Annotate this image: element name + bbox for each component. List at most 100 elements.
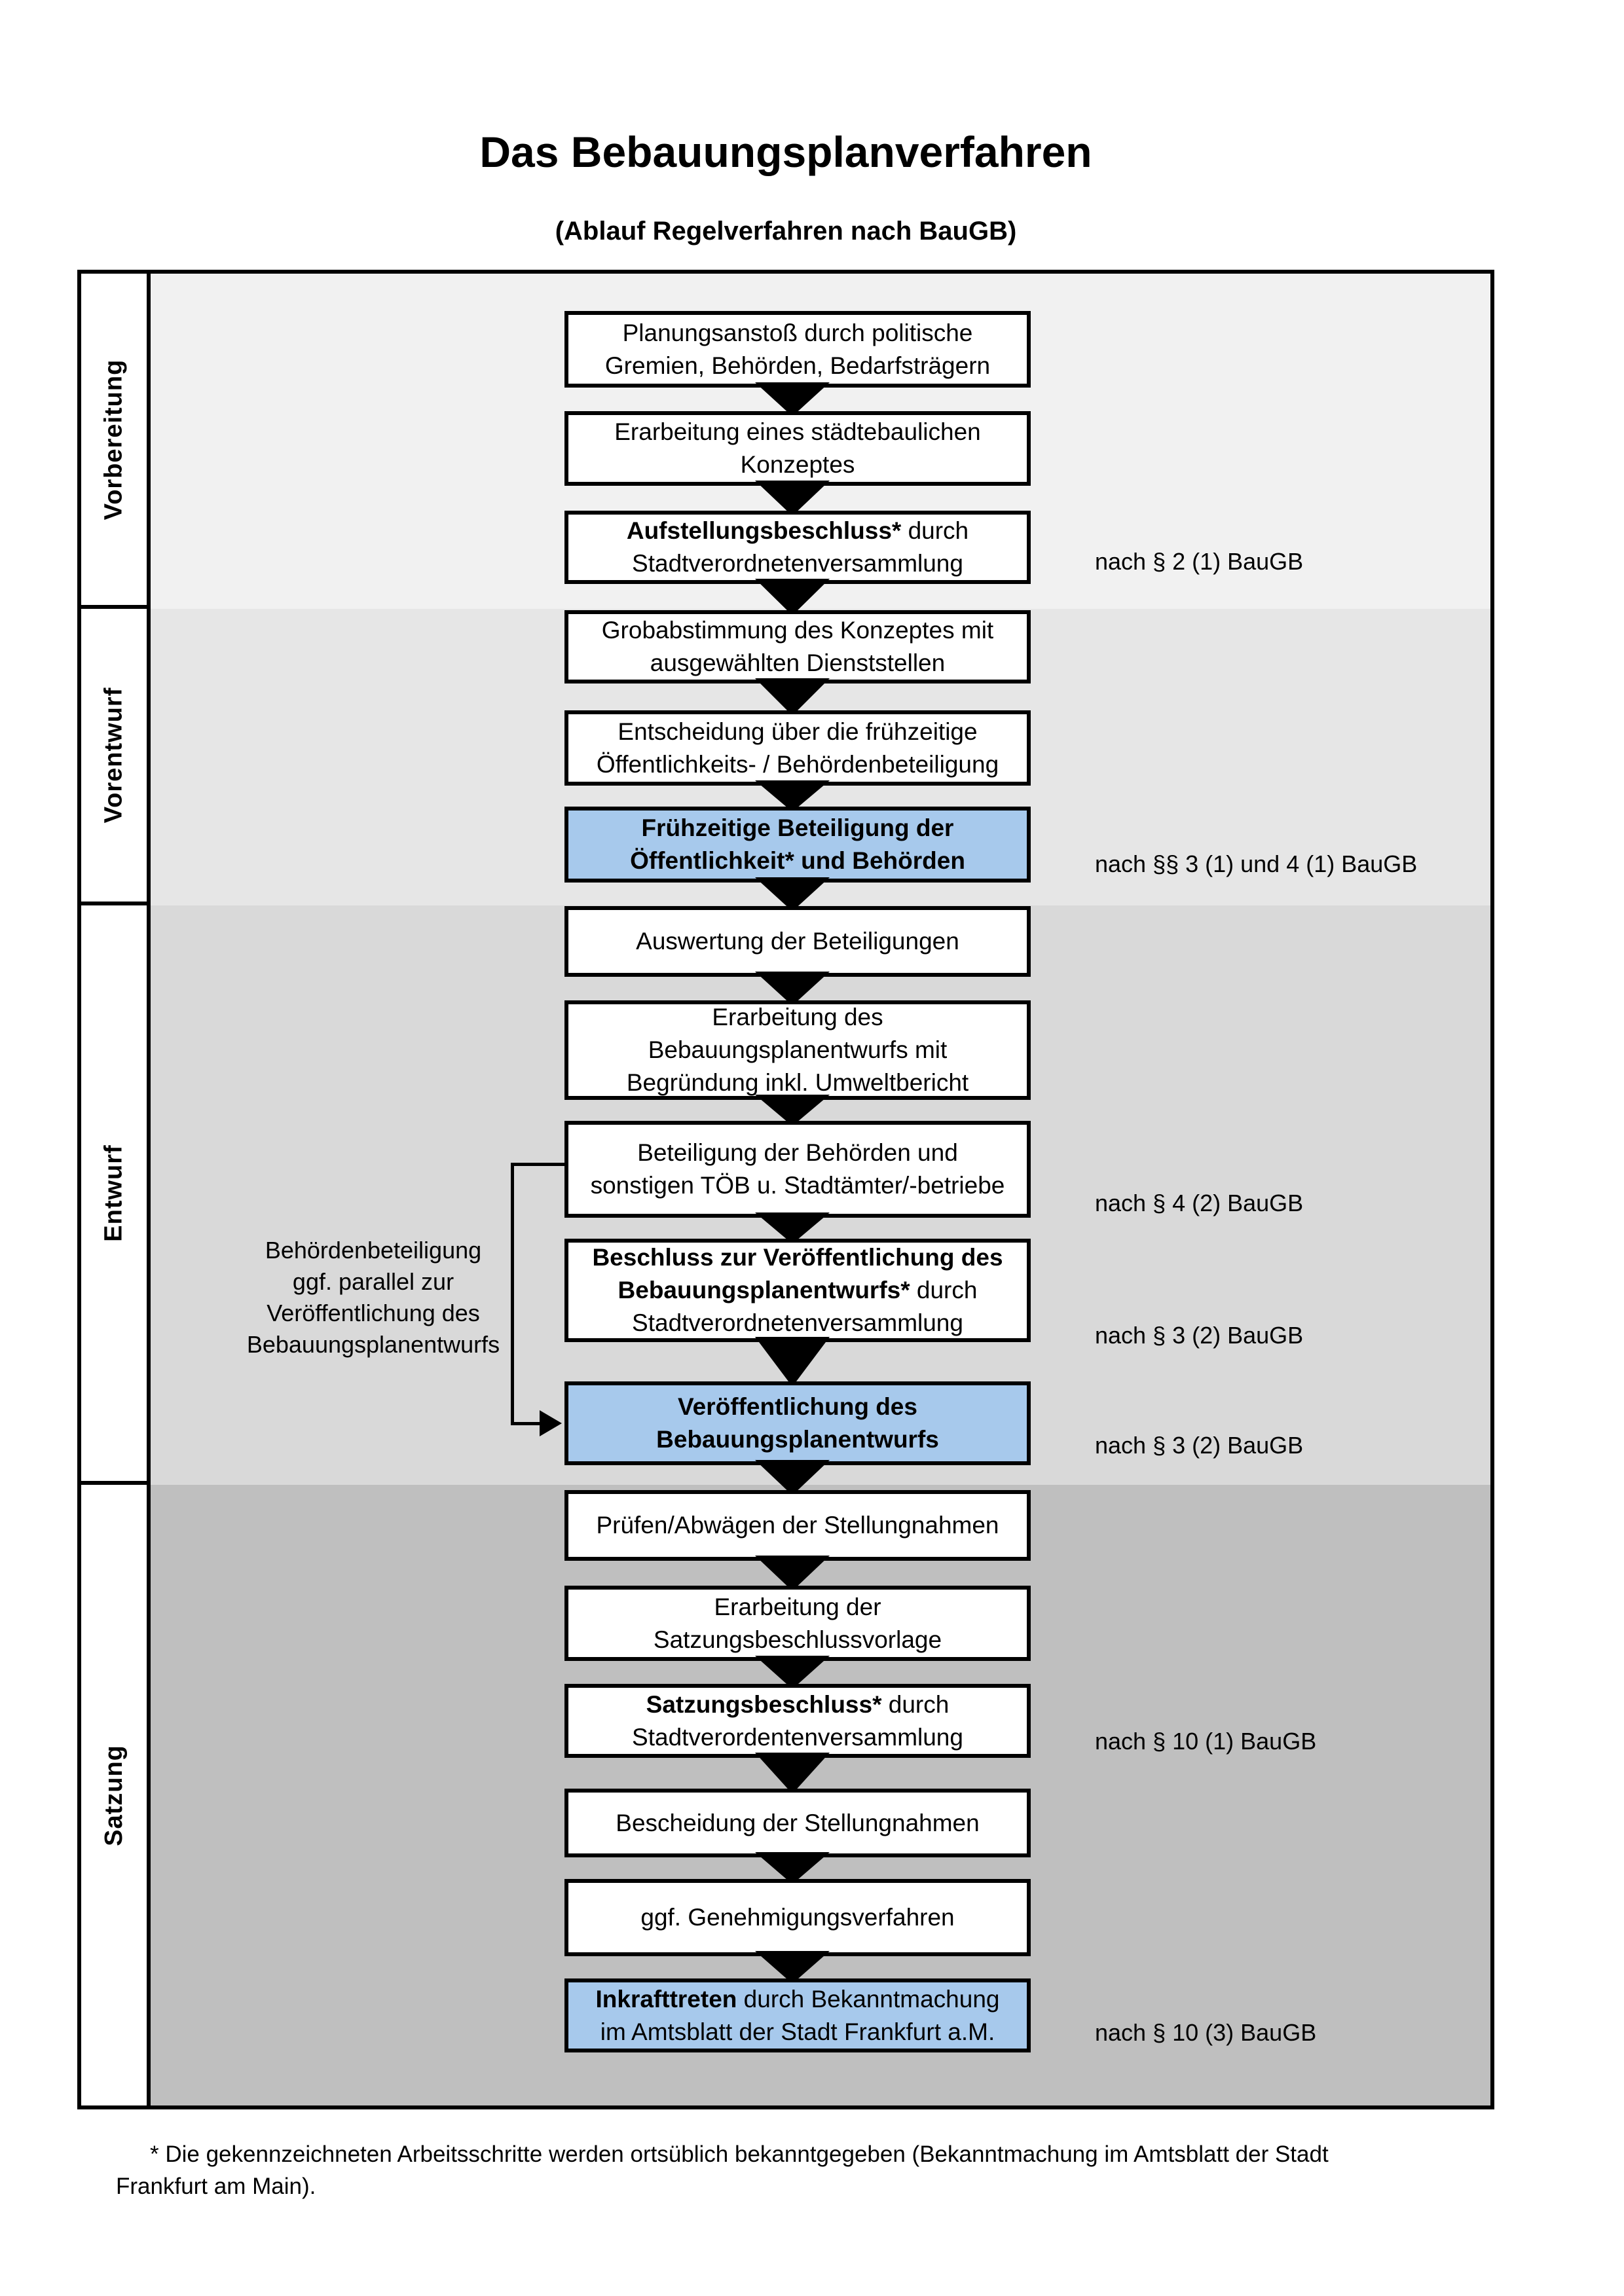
flow-arrow-down (755, 1337, 830, 1387)
box-line-bold: Bebauungsplanentwurfs* (618, 1277, 910, 1303)
phase-label-text: Satzung (100, 1744, 128, 1846)
box-line: Stadtverordentenversammlung (632, 1723, 963, 1751)
box-line: Prüfen/Abwägen der Stellungnahmen (596, 1512, 999, 1539)
box-line-rest: durch (901, 517, 969, 544)
phase-label-satzung: Satzung (81, 1485, 147, 2105)
box-line: Auswertung der Beteiligungen (636, 928, 959, 955)
box-line: Gremien, Behörden, Bedarfsträgern (604, 352, 991, 379)
legal-reference: nach § 3 (2) BauGB (1095, 1432, 1304, 1459)
footnote: * Die gekennzeichneten Arbeitsschritte w… (116, 2138, 1543, 2202)
legal-reference: nach § 10 (1) BauGB (1095, 1728, 1317, 1755)
box-line: Satzungsbeschlussvorlage (653, 1626, 942, 1653)
box-line-rest: durch (881, 1690, 950, 1718)
footnote-line: * Die gekennzeichneten Arbeitsschritte w… (116, 2138, 1543, 2170)
footnote-text: Die gekennzeichneten Arbeitsschritte wer… (158, 2141, 1329, 2167)
box-line: Konzeptes (740, 451, 855, 478)
box-line: Frühzeitige Beteiligung der (641, 814, 954, 841)
box-line: Planungsanstoß durch politische (622, 319, 973, 346)
flow-box-erarbeitung-bebauungsplanentwurf: Erarbeitung des Bebauungsplanentwurfs mi… (564, 1000, 1031, 1100)
box-line: Bebauungsplanentwurfs* durch (618, 1274, 978, 1307)
flow-arrow-down (755, 382, 830, 416)
box-line: Satzungsbeschluss* durch (646, 1688, 950, 1721)
flow-arrow-down (755, 972, 830, 1006)
flow-box-grobabstimmung: Grobabstimmung des Konzeptes mit ausgewä… (564, 610, 1031, 683)
flow-box-satzungsbeschluss: Satzungsbeschluss* durch Stadtverordente… (564, 1684, 1031, 1758)
box-line: Öffentlichkeit* und Behörden (630, 847, 965, 874)
box-line: sonstigen TÖB u. Stadtämter/-betriebe (590, 1172, 1005, 1199)
legal-reference: nach §§ 3 (1) und 4 (1) BauGB (1095, 850, 1418, 877)
flow-arrow-down (755, 1460, 830, 1495)
flow-box-bescheidung-stellungnahmen: Bescheidung der Stellungnahmen (564, 1789, 1031, 1857)
flow-box-fruehzeitige-beteiligung: Frühzeitige Beteiligung der Öffentlichke… (564, 807, 1031, 883)
phase-label-entwurf: Entwurf (81, 905, 147, 1485)
box-line: Stadtverordnetenversammlung (632, 1309, 963, 1336)
box-line: Erarbeitung der (714, 1593, 881, 1620)
flow-box-planungsanstoss: Planungsanstoß durch politische Gremien,… (564, 311, 1031, 388)
box-line: Bescheidung der Stellungnahmen (616, 1809, 980, 1836)
box-line: Stadtverordnetenversammlung (632, 550, 963, 577)
box-line: Erarbeitung eines städtebaulichen (614, 418, 981, 445)
legal-reference: nach § 4 (2) BauGB (1095, 1190, 1304, 1216)
box-line: Bebauungsplanentwurfs mit (648, 1036, 948, 1063)
flow-box-aufstellungsbeschluss: Aufstellungsbeschluss* durch Stadtverord… (564, 511, 1031, 584)
connector-line-top (511, 1163, 564, 1166)
flow-arrow-down (755, 877, 830, 911)
legal-reference: nach § 2 (1) BauGB (1095, 548, 1304, 575)
legal-reference: nach § 3 (2) BauGB (1095, 1322, 1304, 1349)
connector-line-bottom (511, 1422, 544, 1425)
annotation-line: Bebauungsplanentwurfs (246, 1331, 500, 1358)
box-line-bold: Inkrafttreten (595, 1985, 737, 2013)
box-line: Erarbeitung des (712, 1004, 883, 1030)
phase-label-text: Vorbereitung (100, 359, 128, 520)
annotation-line: Veröffentlichung des (267, 1300, 480, 1326)
flow-box-auswertung-beteiligungen: Auswertung der Beteiligungen (564, 906, 1031, 977)
phase-label-text: Vorentwurf (100, 687, 128, 824)
box-line: Inkrafttreten durch Bekanntmachung (596, 1983, 1000, 2016)
phase-label-text: Entwurf (100, 1144, 128, 1242)
box-line: Veröffentlichung des (678, 1393, 917, 1420)
legal-reference: nach § 10 (3) BauGB (1095, 2019, 1317, 2046)
flow-box-satzungsbeschlussvorlage: Erarbeitung der Satzungsbeschlussvorlage (564, 1586, 1031, 1661)
flow-box-beteiligung-behoerden-toeb: Beteiligung der Behörden und sonstigen T… (564, 1121, 1031, 1218)
phase-label-vorbereitung: Vorbereitung (81, 274, 147, 609)
phase-label-column: Vorbereitung Vorentwurf Entwurf Satzung (81, 274, 151, 2105)
parallel-process-annotation: Behördenbeteiligung ggf. parallel zur Ve… (210, 1235, 537, 1360)
box-line: Öffentlichkeits- / Behördenbeteiligung (596, 750, 999, 778)
box-line: Beschluss zur Veröffentlichung des (592, 1244, 1003, 1271)
flow-arrow-down (755, 1656, 830, 1689)
box-line: im Amtsblatt der Stadt Frankfurt a.M. (600, 2018, 995, 2045)
box-line: Begründung inkl. Umweltbericht (626, 1069, 969, 1096)
flow-box-entscheidung-fruehzeitige-beteiligung: Entscheidung über die frühzeitige Öffent… (564, 710, 1031, 786)
flow-box-pruefen-abwaegen: Prüfen/Abwägen der Stellungnahmen (564, 1490, 1031, 1561)
flow-box-inkrafttreten: Inkrafttreten durch Bekanntmachung im Am… (564, 1978, 1031, 2052)
flow-arrow-down (755, 1753, 830, 1794)
footnote-asterisk: * (150, 2141, 159, 2167)
flow-arrow-down (755, 579, 830, 615)
box-line: Aufstellungsbeschluss* durch (627, 515, 969, 547)
flow-box-genehmigungsverfahren: ggf. Genehmigungsverfahren (564, 1879, 1031, 1956)
box-line-bold: Aufstellungsbeschluss* (626, 517, 902, 544)
box-line-rest: durch Bekanntmachung (737, 1985, 1000, 2013)
box-line: ggf. Genehmigungsverfahren (640, 1904, 955, 1931)
connector-line-vertical (511, 1163, 514, 1425)
annotation-line: Behördenbeteiligung (265, 1237, 482, 1264)
annotation-line: ggf. parallel zur (292, 1268, 454, 1295)
flow-arrow-down (755, 1556, 830, 1591)
box-line: Beteiligung der Behörden und (637, 1139, 958, 1166)
flow-arrow-down (755, 1951, 830, 1984)
flow-box-veroeffentlichung-entwurf: Veröffentlichung des Bebauungsplanentwur… (564, 1381, 1031, 1465)
box-line: ausgewählten Dienststellen (650, 649, 946, 676)
page-subtitle: (Ablauf Regelverfahren nach BauGB) (555, 217, 1017, 246)
flow-arrow-down (755, 678, 830, 716)
box-line: Bebauungsplanentwurfs (656, 1426, 939, 1453)
box-line: Grobabstimmung des Konzeptes mit (601, 617, 994, 644)
box-line-rest: durch (910, 1277, 978, 1303)
page-title: Das Bebauungsplanverfahren (479, 128, 1092, 176)
flow-arrow-down (755, 1852, 830, 1884)
connector-arrowhead-icon (540, 1410, 562, 1436)
phase-label-vorentwurf: Vorentwurf (81, 609, 147, 905)
flow-box-beschluss-veroeffentlichung: Beschluss zur Veröffentlichung des Bebau… (564, 1239, 1031, 1342)
box-line: Entscheidung über die frühzeitige (618, 718, 978, 745)
footnote-line: Frankfurt am Main). (116, 2174, 316, 2199)
flow-arrow-down (755, 481, 830, 516)
